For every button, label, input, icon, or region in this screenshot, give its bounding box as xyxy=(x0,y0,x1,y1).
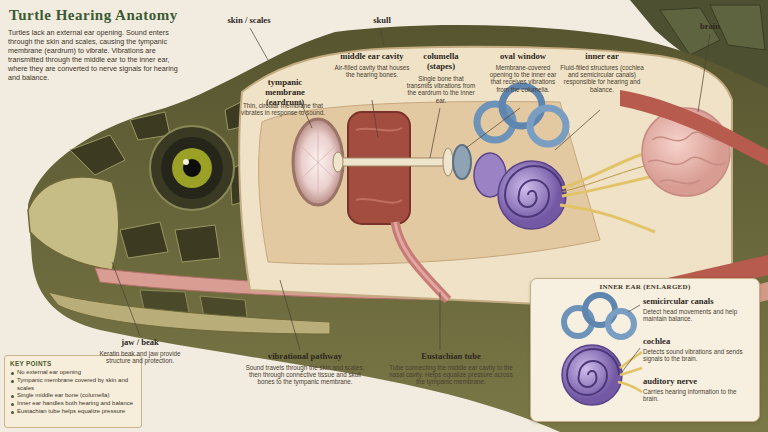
callout-body: Single bone that transmits vibrations fr… xyxy=(406,75,476,104)
part-label: skull xyxy=(360,16,404,26)
eye-part xyxy=(183,159,201,177)
eye xyxy=(150,126,234,210)
list-item: Single middle ear bone (columella) xyxy=(10,392,136,400)
eustachian-tube xyxy=(395,222,448,300)
columella-part xyxy=(333,152,343,172)
callout-body: Sound travels through the skin and scale… xyxy=(240,364,370,386)
middle-ear-cavity-part xyxy=(348,112,410,224)
inner-ear-part xyxy=(498,161,566,229)
skull-cutaway-part xyxy=(259,102,600,265)
eye-part xyxy=(183,159,189,165)
part-label: skin / scales xyxy=(214,16,284,26)
part-heading: cochlea xyxy=(643,337,755,347)
oval-window xyxy=(453,145,471,179)
part-heading: auditory nerve xyxy=(643,377,755,387)
callout-body: Membrane-covered opening to the inner ea… xyxy=(484,64,562,93)
neck-muscles-part xyxy=(620,90,768,166)
list-item: Tympanic membrane covered by skin and sc… xyxy=(10,377,136,393)
callout-body: Tube connecting the middle ear cavity to… xyxy=(386,364,516,386)
columella-part xyxy=(334,158,448,166)
callout-heading: columella (stapes) xyxy=(414,52,468,72)
part-body: Detect head movements and help maintain … xyxy=(643,308,753,322)
list-item: No external ear opening xyxy=(10,369,136,377)
eustachian-tube-part xyxy=(395,222,448,300)
callout-heading: oval window xyxy=(486,52,560,62)
inner-ear-part xyxy=(505,166,563,217)
skull-cutaway-part xyxy=(239,47,732,305)
beak-part xyxy=(48,292,330,334)
part-body: Carries hearing information to the brain… xyxy=(643,388,753,402)
callout-heading: vibrational pathway xyxy=(240,352,370,362)
eustachian-tube-part xyxy=(395,222,448,300)
skull-cutaway xyxy=(239,47,732,305)
tympanic-membrane xyxy=(293,119,343,205)
part-body: Detects sound vibrations and sends signa… xyxy=(643,348,753,362)
part-heading: semicircular canals xyxy=(643,297,755,307)
list-item: Eustachian tube helps equalize pressure xyxy=(10,408,136,416)
eye-part xyxy=(161,137,223,199)
part-label: brain xyxy=(690,22,730,32)
columella-part xyxy=(443,148,453,176)
callout-body: Fluid-filled structures (cochlea and sem… xyxy=(560,64,644,93)
brain-part xyxy=(648,132,726,183)
callout-body: Keratin beak and jaw provide structure a… xyxy=(96,350,184,364)
list-item: Inner ear handles both hearing and balan… xyxy=(10,400,136,408)
beak-part xyxy=(28,177,119,270)
inset-box: INNER EAR (ENLARGED)semicircular canalsD… xyxy=(530,278,760,422)
tympanic-membrane-part xyxy=(293,119,343,205)
eye-part xyxy=(150,126,234,210)
oval-window-part xyxy=(453,145,471,179)
diagram-title: Turtle Hearing Anatomy xyxy=(9,7,178,24)
callout-body: Air-filled cavity that houses the hearin… xyxy=(334,64,410,78)
eye-part xyxy=(172,148,212,188)
inner-ear-part xyxy=(530,108,566,144)
inner-ear xyxy=(474,86,566,229)
callout-body: Thin, circular membrane that vibrates in… xyxy=(240,102,326,116)
inset-heading: INNER EAR (ENLARGED) xyxy=(535,283,755,291)
middle-ear-cavity xyxy=(348,112,410,224)
callout-heading: jaw / beak xyxy=(100,338,180,348)
callout-heading: inner ear xyxy=(562,52,642,62)
key-points-box: KEY POINTSNo external ear openingTympani… xyxy=(4,355,142,428)
tympanic-membrane-part xyxy=(300,124,336,200)
callout-heading: Eustachian tube xyxy=(386,352,516,362)
intro-text: Turtles lack an external ear opening. So… xyxy=(8,28,180,82)
columella xyxy=(333,148,453,176)
callout-heading: middle ear cavity xyxy=(330,52,414,62)
